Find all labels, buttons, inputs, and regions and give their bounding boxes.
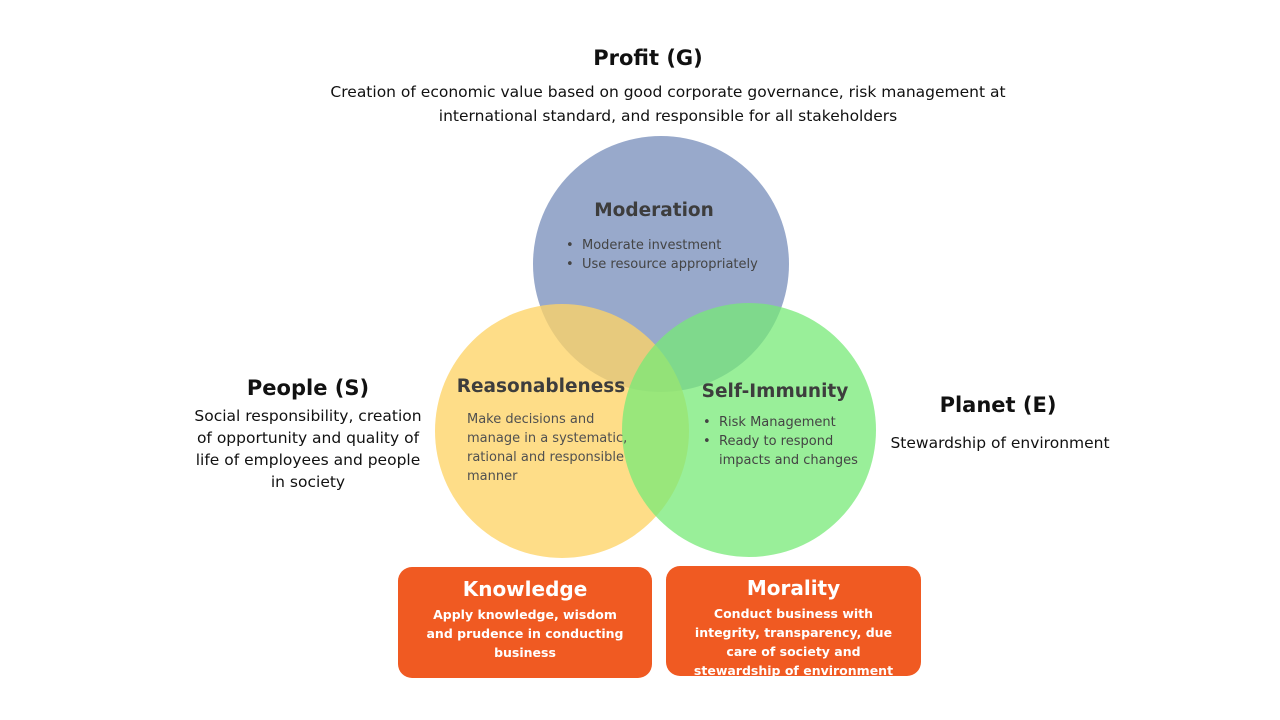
self-immunity-bullets: Risk Management Ready to respond impacts…	[701, 413, 866, 470]
reasonableness-title: Reasonableness	[456, 376, 626, 397]
morality-box: Morality Conduct business with integrity…	[666, 566, 921, 678]
people-title: People (S)	[246, 376, 370, 400]
people-description: Social responsibility, creation of oppor…	[194, 407, 422, 491]
knowledge-description: Apply knowledge, wisdom and prudence in …	[426, 607, 624, 660]
profit-title: Profit (G)	[593, 46, 703, 70]
morality-title: Morality	[746, 576, 841, 600]
moderation-bullets: Moderate investment Use resource appropr…	[564, 236, 774, 274]
knowledge-title: Knowledge	[462, 577, 588, 601]
self-immunity-bullet: Risk Management	[701, 413, 866, 432]
self-immunity-title: Self-Immunity	[701, 381, 849, 402]
reasonableness-text: Make decisions and manage in a systemati…	[467, 412, 628, 484]
reasonableness-circle	[435, 304, 689, 558]
planet-description: Stewardship of environment	[890, 434, 1110, 452]
knowledge-box: Knowledge Apply knowledge, wisdom and pr…	[398, 567, 652, 678]
moderation-title: Moderation	[594, 200, 714, 221]
moderation-bullet: Use resource appropriately	[564, 255, 774, 274]
morality-description: Conduct business with integrity, transpa…	[693, 606, 894, 678]
self-immunity-bullet: Ready to respond impacts and changes	[701, 432, 866, 470]
moderation-bullet: Moderate investment	[564, 236, 774, 255]
profit-description: Creation of economic value based on good…	[330, 83, 1006, 125]
planet-title: Planet (E)	[939, 393, 1057, 417]
